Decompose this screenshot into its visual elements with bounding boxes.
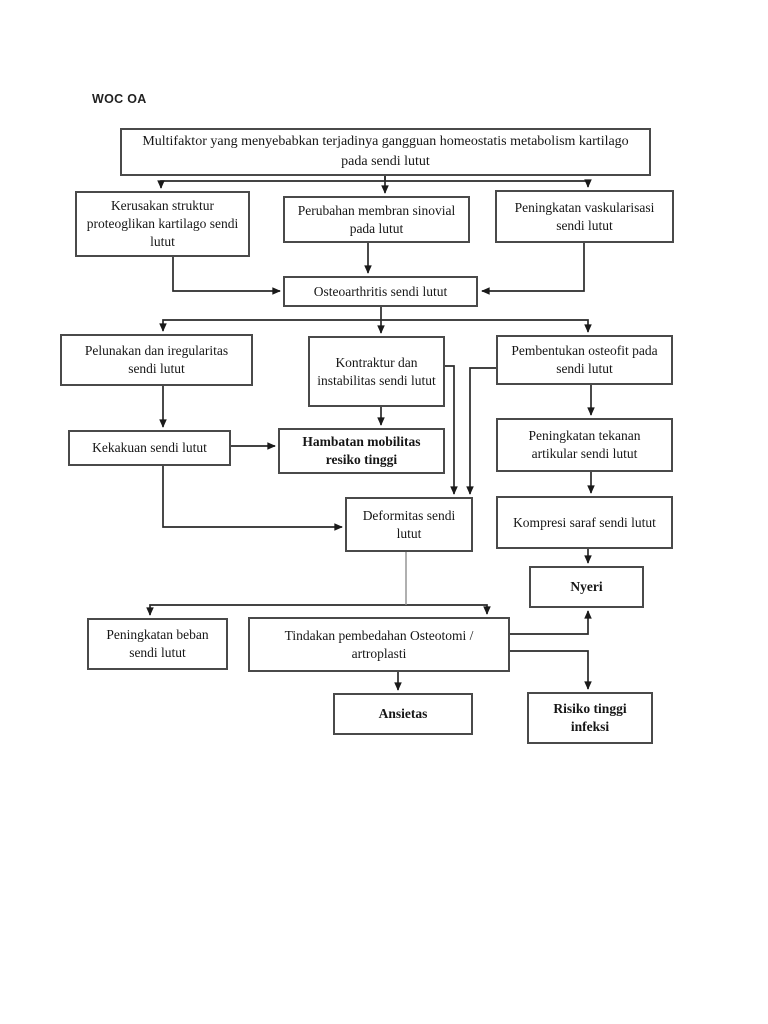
node-peningkatan-vaskularisasi: Peningkatan vaskularisasi sendi lutut <box>495 190 674 243</box>
node-nyeri: Nyeri <box>529 566 644 608</box>
node-osteoarthritis: Osteoarthritis sendi lutut <box>283 276 478 307</box>
node-risiko-infeksi: Risiko tinggi infeksi <box>527 692 653 744</box>
node-peningkatan-tekanan: Peningkatan tekanan artikular sendi lutu… <box>496 418 673 472</box>
node-pembentukan-osteofit: Pembentukan osteofit pada sendi lutut <box>496 335 673 385</box>
node-multifaktor: Multifaktor yang menyebabkan terjadinya … <box>120 128 651 176</box>
diagram-title-label: WOC OA <box>92 92 147 106</box>
node-tindakan-pembedahan: Tindakan pembedahan Osteotomi / artropla… <box>248 617 510 672</box>
node-peningkatan-beban: Peningkatan beban sendi lutut <box>87 618 228 670</box>
node-kontraktur-instabilitas: Kontraktur dan instabilitas sendi lutut <box>308 336 445 407</box>
node-deformitas-sendi: Deformitas sendi lutut <box>345 497 473 552</box>
node-pelunakan-iregularitas: Pelunakan dan iregularitas sendi lutut <box>60 334 253 386</box>
node-ansietas: Ansietas <box>333 693 473 735</box>
node-kekakuan-sendi: Kekakuan sendi lutut <box>68 430 231 466</box>
node-kompresi-saraf: Kompresi saraf sendi lutut <box>496 496 673 549</box>
node-hambatan-mobilitas: Hambatan mobilitas resiko tinggi <box>278 428 445 474</box>
node-perubahan-membran: Perubahan membran sinovial pada lutut <box>283 196 470 243</box>
node-kerusakan-struktur: Kerusakan struktur proteoglikan kartilag… <box>75 191 250 257</box>
